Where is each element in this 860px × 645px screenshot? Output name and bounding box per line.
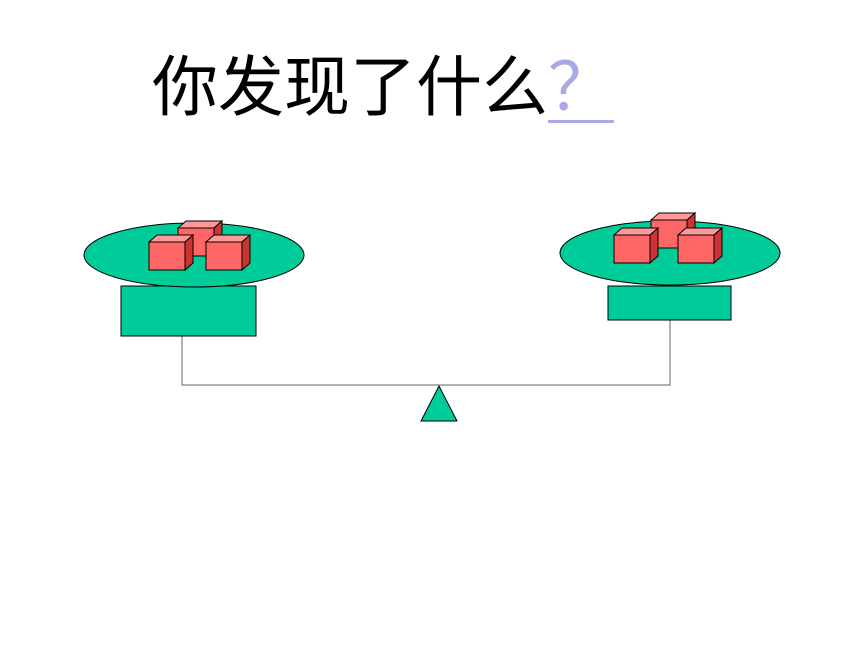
- right-pan: [559, 212, 781, 321]
- right-pan-block-2: [613, 227, 659, 264]
- left-pan-support: [120, 285, 257, 337]
- scale-beam: [181, 320, 671, 386]
- question-mark-link[interactable]: ？: [548, 49, 614, 126]
- right-pan-support: [607, 285, 732, 321]
- fulcrum-triangle: [420, 384, 458, 422]
- left-pan-block-2: [148, 234, 194, 271]
- right-pan-block-3: [677, 227, 723, 264]
- title-text: 你发现了什么: [152, 49, 548, 126]
- left-pan-block-3: [205, 234, 251, 271]
- slide-title: 你发现了什么？: [152, 48, 634, 128]
- left-pan: [83, 220, 305, 337]
